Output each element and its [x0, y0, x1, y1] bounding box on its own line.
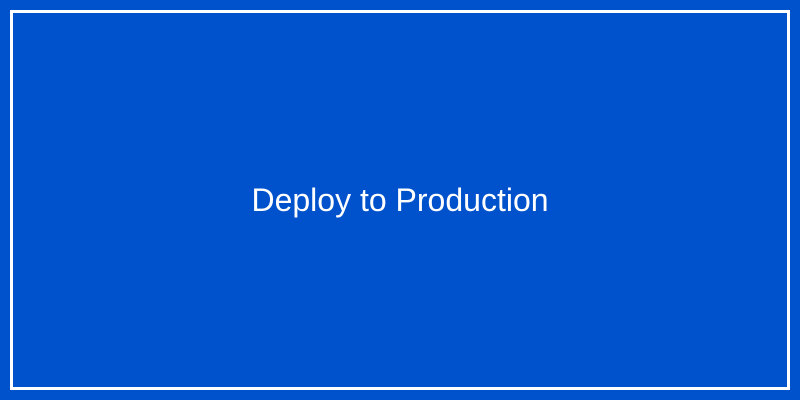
button-border: [10, 10, 790, 390]
